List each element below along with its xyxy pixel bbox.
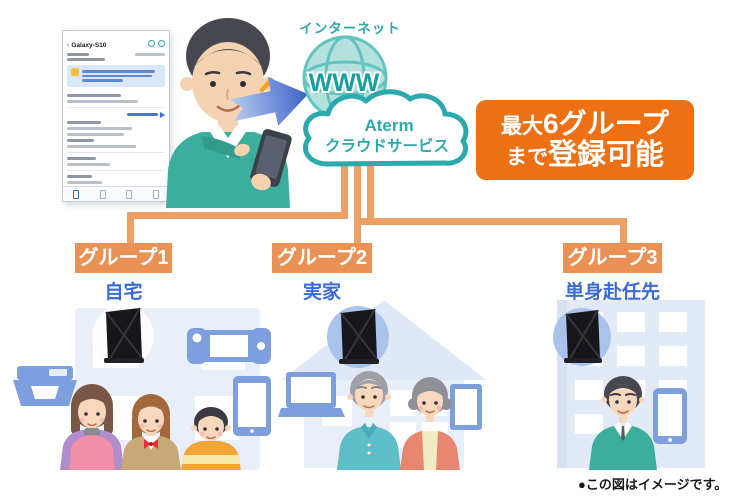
group-1-label: グループ1 [75,243,172,273]
phone-screenshot-title: Galaxy-S10 [71,42,107,49]
badge-text: 6グループ [543,108,669,140]
printer-icon [13,366,77,406]
photo-frame-icon [450,384,482,430]
group-3-label: グループ3 [563,243,662,273]
grandfather-figure [337,371,401,470]
connector-horizontal-left [127,212,348,219]
image-disclaimer-caption: ●この図はイメージです。 [578,477,728,492]
boy-figure [181,407,241,470]
grandmother-figure [400,377,460,470]
connector-stub-2 [354,158,361,247]
phone-screenshot-header: ‹Galaxy-S10 [63,31,169,53]
phone-tool-icon [126,189,133,199]
phone-tool-icon [73,189,80,199]
girl-figure [121,394,181,470]
aterm-cloud-icon: Aterm クラウドサービス [303,89,469,167]
badge-text: 登録可能 [547,139,664,172]
connector-drop-1 [127,212,134,247]
phone-toolbar [63,186,169,201]
phone-tool-icon [99,189,106,199]
tablet-icon [233,376,271,436]
phone-subheader [63,53,169,58]
man-with-smartphone-illustration [166,18,292,208]
smartphone-in-hand-icon [250,129,292,187]
group-1-location: 自宅 [104,282,143,303]
phone-link-row [67,111,165,118]
cloud-subtitle: クラウドサービス [325,137,449,155]
smartphone-icon [653,388,687,444]
back-chevron-icon: ‹ [67,42,70,49]
home-scene [13,305,271,470]
connector-stub-3 [367,158,374,225]
wifi-router-icon [553,308,611,366]
info-icon [71,68,79,76]
cloud-title: Aterm [364,116,413,135]
phone-subheader2 [63,58,169,63]
group-3-location: 単身赴任先 [564,282,660,303]
laptop-icon [278,372,345,417]
man-figure [589,376,657,470]
phone-info-box [67,65,165,87]
internet-label: インターネット [299,21,401,36]
parents-home-scene [278,300,486,470]
max-groups-badge: 最大6グループ まで登録可能 [476,100,694,180]
connector-horizontal-right [360,218,627,225]
phone-screenshot: ‹Galaxy-S10 [62,30,170,202]
mother-figure [60,384,124,470]
connector-stub-1 [341,158,348,219]
arrow-right-icon [229,77,309,127]
group-2-location: 実家 [302,282,341,303]
wifi-router-icon [92,305,154,367]
link-arrow-icon [160,111,165,118]
badge-text: まで [505,146,548,170]
game-console-icon [187,328,271,364]
group-2-label: グループ2 [272,243,372,273]
settings-icon [158,39,165,47]
badge-text: 最大 [501,115,544,139]
single-assignment-scene [553,300,705,470]
refresh-icon [148,39,155,47]
wifi-router-icon [327,306,389,368]
www-text: WWW [309,69,380,97]
connector-drop-3 [620,218,627,247]
phone-tool-icon [152,189,159,199]
